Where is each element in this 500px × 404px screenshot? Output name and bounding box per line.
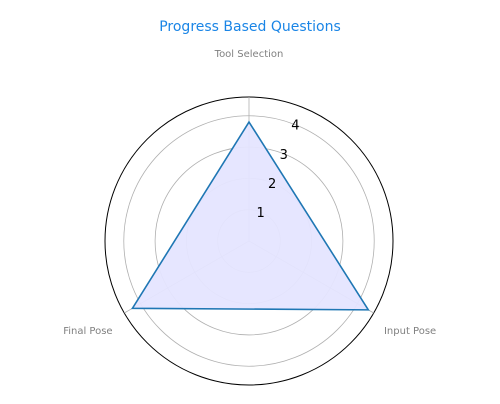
tick-label-4: 4 (291, 119, 299, 134)
chart-title: Progress Based Questions (159, 19, 341, 35)
series-line-1 (130, 120, 370, 311)
series-layer (130, 120, 370, 311)
axis-label-1: Tool Selection (214, 49, 284, 60)
axis-label-2: Input Pose (384, 326, 436, 337)
axis-label-3: Final Pose (63, 326, 112, 337)
tick-label-2: 2 (268, 177, 276, 192)
tick-label-1: 1 (256, 206, 264, 221)
tick-label-3: 3 (280, 148, 288, 163)
series-area-1 (132, 122, 369, 310)
